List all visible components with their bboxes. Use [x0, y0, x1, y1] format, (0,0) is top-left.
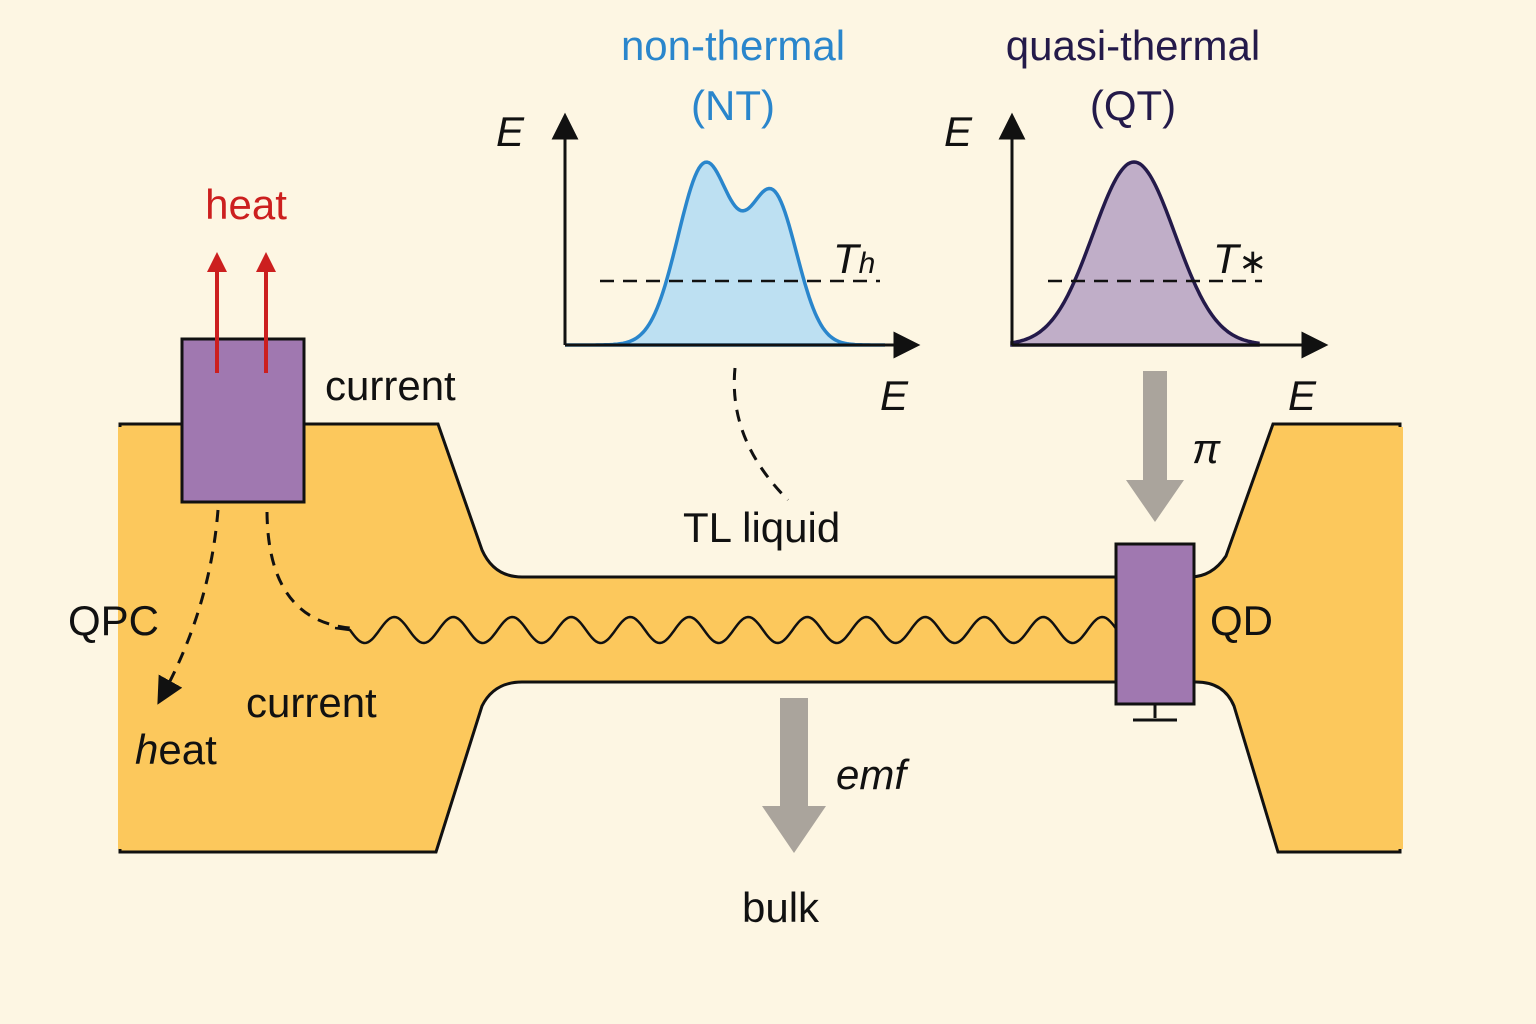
qpc-dashed-wave-path	[265, 511, 351, 630]
heat-bottom-h: h	[135, 726, 158, 773]
channel-left-edge-mask	[118, 427, 124, 849]
current-top-label: current	[325, 362, 456, 409]
pi-label: π	[1192, 425, 1221, 472]
nt-plot: non-thermal (NT) E E Th	[496, 22, 921, 419]
qt-title-line1: quasi-thermal	[1006, 22, 1260, 69]
qd-block	[1114, 542, 1196, 706]
qt-title-line2: (QT)	[1090, 82, 1176, 129]
qt-x-axis-label: E	[1288, 372, 1317, 419]
pi-arrow	[1126, 371, 1184, 522]
qt-temp-main: T	[1213, 235, 1242, 282]
tl-liquid-label: TL liquid	[683, 504, 840, 551]
qt-plot: quasi-thermal (QT) E E T∗	[944, 22, 1329, 419]
qpc-block	[180, 337, 306, 504]
heat-bottom-rest: eat	[158, 726, 217, 773]
qpc-dashed-heat-path	[157, 509, 220, 705]
nt-title-line2: (NT)	[691, 82, 775, 129]
qt-temp-sub: ∗	[1239, 243, 1268, 281]
nt-x-axis-label: E	[880, 372, 909, 419]
qpc-label: QPC	[68, 597, 159, 644]
emf-arrow	[762, 698, 826, 853]
qt-temp-label: T∗	[1213, 235, 1267, 282]
nt-temp-label: Th	[833, 235, 875, 282]
ground-icon	[1133, 704, 1177, 722]
nt-title-line1: non-thermal	[621, 22, 845, 69]
nt-y-axis-label: E	[496, 108, 525, 155]
nt-temp-sub: h	[859, 247, 876, 280]
heat-top-label: heat	[205, 181, 287, 228]
qt-y-axis-label: E	[944, 108, 973, 155]
qt-curve	[1010, 160, 1260, 347]
nt-temp-main: T	[833, 235, 862, 282]
bulk-label: bulk	[742, 884, 820, 931]
current-bottom-label: current	[246, 679, 377, 726]
qd-label: QD	[1210, 597, 1273, 644]
tl-wave	[334, 615, 1118, 645]
nt-to-liquid-dashed	[732, 367, 790, 502]
emf-label: emf	[836, 751, 910, 798]
channel-body	[118, 422, 1402, 854]
channel-right-edge-mask	[1397, 427, 1403, 849]
heat-bottom-label: heat	[135, 726, 217, 773]
